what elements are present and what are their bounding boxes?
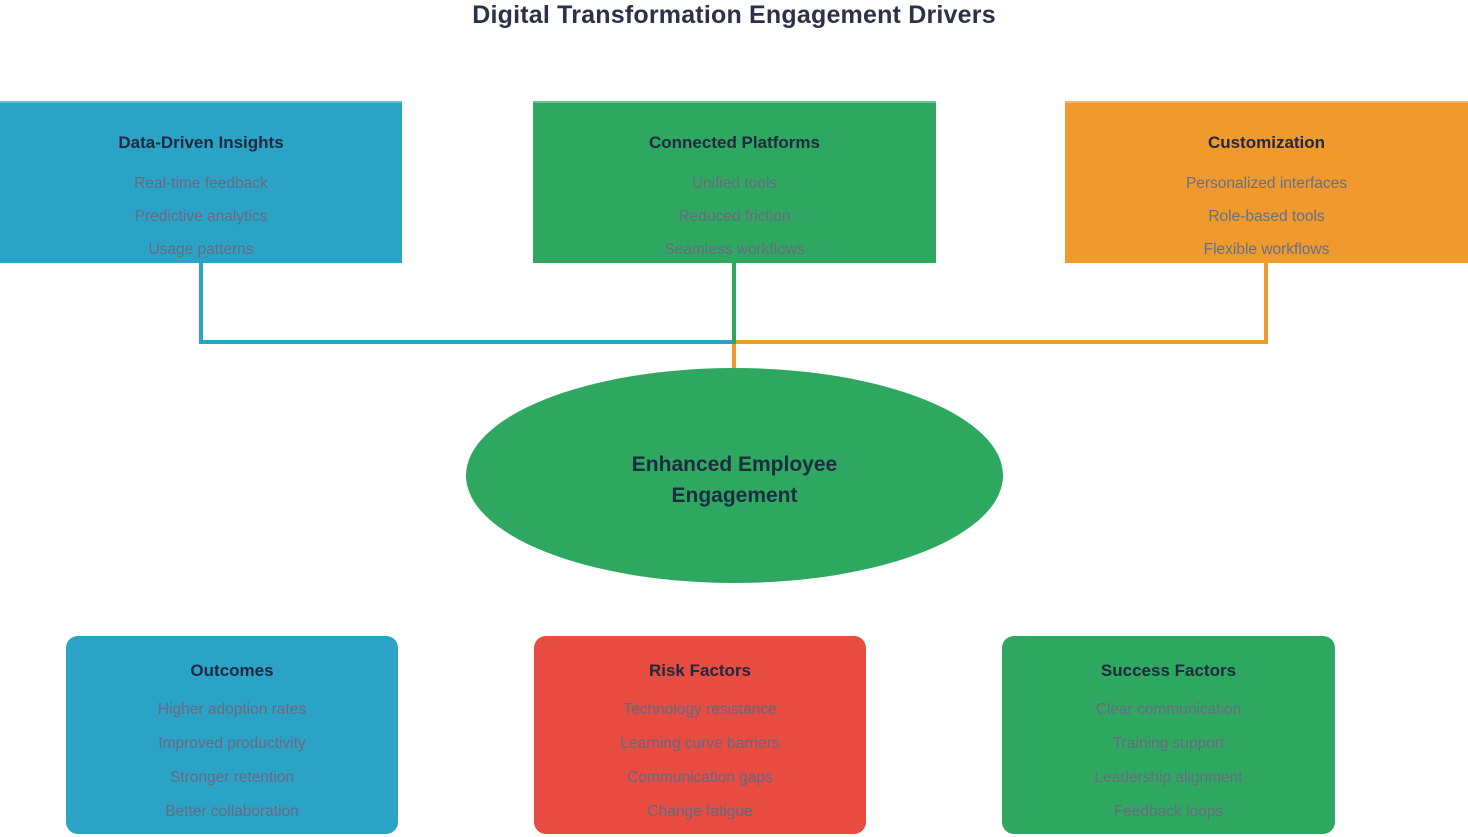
card-item: Feedback loops xyxy=(1113,803,1224,820)
card-item: Predictive analytics xyxy=(134,208,268,225)
card-item: Personalized interfaces xyxy=(1185,175,1348,192)
card-item-list: Unified tools Reduced friction Seamless … xyxy=(533,174,936,260)
connector-teal-vertical xyxy=(199,263,203,342)
connector-arrow-shaft xyxy=(732,344,736,378)
card-item: Higher adoption rates xyxy=(157,701,307,718)
card-item: Unified tools xyxy=(691,175,778,192)
card-item-list: Technology resistance Learning curve bar… xyxy=(534,700,866,822)
driver-card-connected-platforms: Connected Platforms Unified tools Reduce… xyxy=(533,101,936,263)
card-item: Technology resistance xyxy=(623,701,777,718)
card-title: Customization xyxy=(1207,133,1326,152)
driver-card-customization: Customization Personalized interfaces Ro… xyxy=(1065,101,1468,263)
connector-orange-horizontal xyxy=(736,340,1268,344)
card-item-list: Personalized interfaces Role-based tools… xyxy=(1065,174,1468,260)
card-title: Success Factors xyxy=(1100,661,1237,680)
card-item: Better collaboration xyxy=(165,803,299,820)
connector-teal-horizontal xyxy=(199,340,733,344)
central-node-label-line2: Engagement xyxy=(671,483,798,507)
card-item: Change fatigue xyxy=(647,803,753,820)
card-item: Role-based tools xyxy=(1208,208,1325,225)
card-item-list: Clear communication Training support Lea… xyxy=(1002,700,1335,822)
bottom-card-outcomes: Outcomes Higher adoption rates Improved … xyxy=(66,636,398,834)
diagram-title: Digital Transformation Engagement Driver… xyxy=(472,1,996,29)
card-title: Data-Driven Insights xyxy=(118,133,284,152)
card-item: Stronger retention xyxy=(169,769,295,786)
driver-card-data-driven-insights: Data-Driven Insights Real-time feedback … xyxy=(0,101,402,263)
card-item: Clear communication xyxy=(1095,701,1242,718)
card-item: Usage patterns xyxy=(148,241,254,258)
card-item: Reduced friction xyxy=(678,208,791,225)
card-item: Training support xyxy=(1112,735,1225,752)
central-node-enhanced-employee-engagement: Enhanced Employee Engagement xyxy=(466,368,1003,583)
card-item: Real-time feedback xyxy=(134,175,268,192)
central-node-label-line1: Enhanced Employee xyxy=(631,452,838,476)
card-item: Flexible workflows xyxy=(1203,241,1330,258)
card-title: Connected Platforms xyxy=(649,133,820,152)
card-item: Learning curve barriers xyxy=(620,735,780,752)
bottom-card-success-factors: Success Factors Clear communication Trai… xyxy=(1002,636,1335,834)
bottom-card-risk-factors: Risk Factors Technology resistance Learn… xyxy=(534,636,866,834)
card-title: Outcomes xyxy=(190,661,274,680)
card-item: Communication gaps xyxy=(627,769,773,786)
card-item-list: Real-time feedback Predictive analytics … xyxy=(0,174,402,260)
connector-orange-vertical xyxy=(1264,263,1268,342)
card-item: Leadership alignment xyxy=(1094,769,1243,786)
card-title: Risk Factors xyxy=(648,661,752,680)
card-item-list: Higher adoption rates Improved productiv… xyxy=(66,700,398,822)
card-item: Seamless workflows xyxy=(664,241,805,258)
connector-green-vertical xyxy=(732,263,736,344)
card-item: Improved productivity xyxy=(158,735,306,752)
